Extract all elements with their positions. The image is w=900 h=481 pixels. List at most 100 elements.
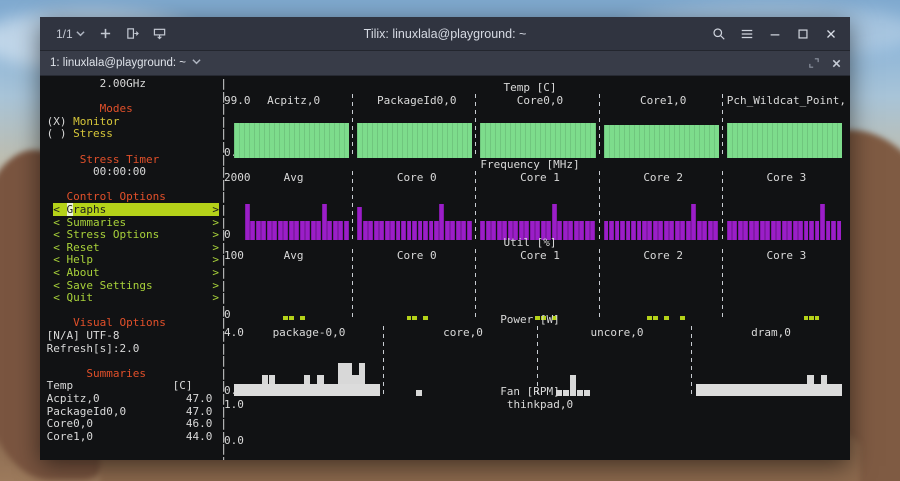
control-option-next-arrow[interactable]: > — [212, 215, 219, 229]
chart-bar — [743, 221, 749, 240]
chart-bar — [480, 221, 486, 240]
control-option-prev-arrow[interactable]: < — [53, 228, 60, 242]
mode-label-monitor[interactable]: Monitor — [73, 114, 120, 128]
close-icon[interactable] — [818, 21, 844, 47]
search-icon[interactable] — [706, 21, 732, 47]
mode-label-stress[interactable]: Stress — [73, 127, 113, 141]
chart-bar — [412, 316, 417, 320]
terminal-tab-bar: 1: linuxlala@playground: ~ — [40, 51, 850, 76]
chart-bar — [417, 221, 423, 240]
split-horizontal-button[interactable] — [120, 24, 145, 43]
control-option-next-arrow[interactable]: > — [212, 240, 219, 254]
panel-divider — [475, 171, 477, 240]
chart-baseline-band — [234, 384, 380, 396]
chart-bar — [390, 221, 395, 240]
split-vertical-button[interactable] — [147, 24, 173, 43]
y-axis-tick-max: 4.0 — [224, 326, 244, 339]
chart-series-label: Core1,0 — [640, 94, 687, 107]
control-option-selected-bg[interactable] — [53, 203, 219, 216]
summary-row-name: PackageId0,0 — [46, 404, 127, 418]
titlebar-window-controls — [706, 21, 850, 47]
visual-option-encoding[interactable]: [N/A] UTF-8 — [46, 329, 120, 342]
chart-series-label: Core 0 — [396, 171, 437, 184]
visual-option-refresh[interactable]: Refresh[s]:2.0 — [46, 341, 140, 355]
chart-bar — [562, 390, 570, 396]
column-divider: | — [220, 455, 227, 460]
mode-radio-monitor[interactable]: (X) — [46, 114, 67, 128]
chart-bar — [631, 221, 636, 240]
tab-actions — [804, 54, 850, 72]
chart-series-label: Core 3 — [766, 171, 807, 184]
clock-speed-label: 2.00GHz — [99, 77, 147, 90]
minimize-icon[interactable] — [762, 21, 788, 47]
maximize-icon[interactable] — [790, 21, 816, 47]
column-divider: | — [220, 203, 227, 216]
chart-bar — [680, 316, 686, 320]
control-option-prev-arrow[interactable]: < — [53, 266, 60, 279]
chart-bar — [792, 221, 798, 240]
chart-bar — [748, 221, 754, 240]
control-option-prev-arrow[interactable]: < — [53, 291, 60, 305]
terminal-tab[interactable]: 1: linuxlala@playground: ~ — [40, 57, 201, 69]
control-option-next-arrow[interactable]: > — [212, 266, 219, 279]
chart-bar — [288, 221, 294, 240]
control-option-next-arrow[interactable]: > — [212, 291, 219, 305]
control-option-reset[interactable]: Reset — [66, 240, 100, 254]
control-option-next-arrow[interactable]: > — [212, 203, 219, 216]
column-divider: | — [220, 266, 227, 279]
chart-bar — [576, 390, 584, 396]
chart-title: Frequency [MHz] — [480, 158, 580, 171]
control-option-quit[interactable]: Quit — [66, 291, 94, 305]
control-option-about[interactable]: About — [66, 266, 100, 279]
mode-radio-stress[interactable]: ( ) — [46, 127, 67, 141]
column-divider: | — [220, 329, 227, 342]
control-option-prev-arrow[interactable]: < — [53, 253, 60, 267]
chart-bar — [502, 221, 508, 240]
chart-bar — [765, 221, 771, 240]
session-switcher-button[interactable]: 1/1 — [50, 25, 91, 43]
panel-divider — [598, 171, 600, 240]
chart-bar — [466, 221, 472, 240]
split-horizontal-icon — [126, 27, 139, 40]
chart-bar — [529, 221, 535, 240]
hamburger-menu-icon[interactable] — [734, 21, 760, 47]
window-titlebar: 1/1 — [40, 17, 850, 51]
chevron-down-icon[interactable] — [192, 57, 201, 69]
chart-bar — [583, 390, 591, 396]
control-option-prev-arrow[interactable]: < — [53, 240, 60, 254]
chart-bar — [696, 221, 702, 240]
control-option-prev-arrow[interactable]: < — [53, 215, 60, 229]
chart-bar — [310, 221, 316, 240]
chart-bar — [283, 221, 289, 240]
control-option-next-arrow[interactable]: > — [212, 253, 219, 267]
control-option-graphs[interactable]: Graphs — [66, 203, 107, 216]
control-option-prev-arrow[interactable]: < — [53, 203, 60, 216]
chart-bar — [652, 221, 658, 240]
control-option-next-arrow[interactable]: > — [212, 228, 219, 242]
control-option-stress-options[interactable]: Stress Options — [66, 228, 160, 242]
column-divider: | — [220, 316, 227, 330]
chart-series-label: package-0,0 — [272, 326, 346, 339]
chart-series-label: Core 2 — [643, 249, 684, 262]
chart-bar — [423, 316, 428, 320]
control-option-next-arrow[interactable]: > — [212, 278, 219, 292]
control-option-prev-arrow[interactable]: < — [53, 278, 60, 292]
control-option-summaries[interactable]: Summaries — [66, 215, 127, 229]
chart-bar — [579, 221, 585, 240]
control-option-help[interactable]: Help — [66, 253, 94, 267]
close-terminal-icon[interactable] — [826, 54, 846, 72]
chart-bar — [272, 221, 278, 240]
control-option-save-settings[interactable]: Save Settings — [66, 278, 153, 292]
terminal-tab-label: 1: linuxlala@playground: ~ — [50, 57, 187, 69]
column-divider: | — [220, 379, 227, 393]
chart-bar — [707, 221, 713, 240]
maximize-terminal-icon[interactable] — [804, 54, 824, 72]
column-divider: | — [220, 303, 227, 317]
chart-bar — [305, 221, 311, 240]
chart-bar — [569, 375, 577, 396]
panel-divider — [475, 249, 477, 320]
chart-bar — [461, 221, 467, 240]
stress-timer-value: 00:00:00 — [93, 165, 147, 179]
new-session-button[interactable] — [93, 24, 118, 43]
